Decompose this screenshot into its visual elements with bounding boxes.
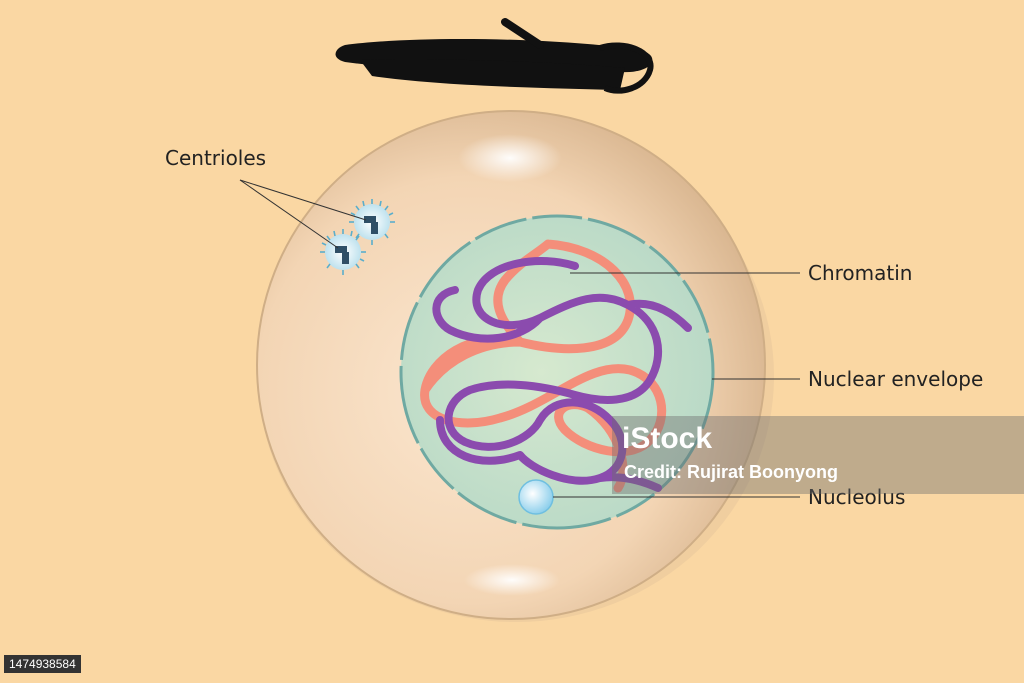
watermark-credit: Credit: Rujirat Boonyong: [624, 462, 838, 482]
label-chromatin: Chromatin: [808, 261, 912, 285]
nuclear-envelope: [399, 214, 715, 530]
cell-highlight-bottom: [464, 564, 560, 596]
label-nuclear-envelope: Nuclear envelope: [808, 367, 983, 391]
label-nucleolus: Nucleolus: [808, 485, 905, 509]
redaction-scribble: [335, 18, 654, 94]
watermark-banner: iStock Credit: Rujirat Boonyong: [612, 416, 1024, 494]
chromatin: [420, 239, 692, 493]
nucleolus: [518, 479, 554, 515]
cell-highlight-top: [458, 134, 562, 182]
chromatin-strand-purple: [432, 257, 692, 492]
leader-lines: [239, 179, 800, 498]
centriole-lower: [320, 229, 366, 275]
leader-centriole-lower: [239, 179, 339, 249]
leader-centriole-upper: [239, 179, 367, 221]
label-centrioles: Centrioles: [165, 146, 266, 170]
centriole-upper: [349, 199, 395, 245]
centrioles: [320, 199, 395, 275]
photo-id-badge: 1474938584: [4, 655, 81, 673]
watermark-logo: iStock: [622, 422, 713, 455]
